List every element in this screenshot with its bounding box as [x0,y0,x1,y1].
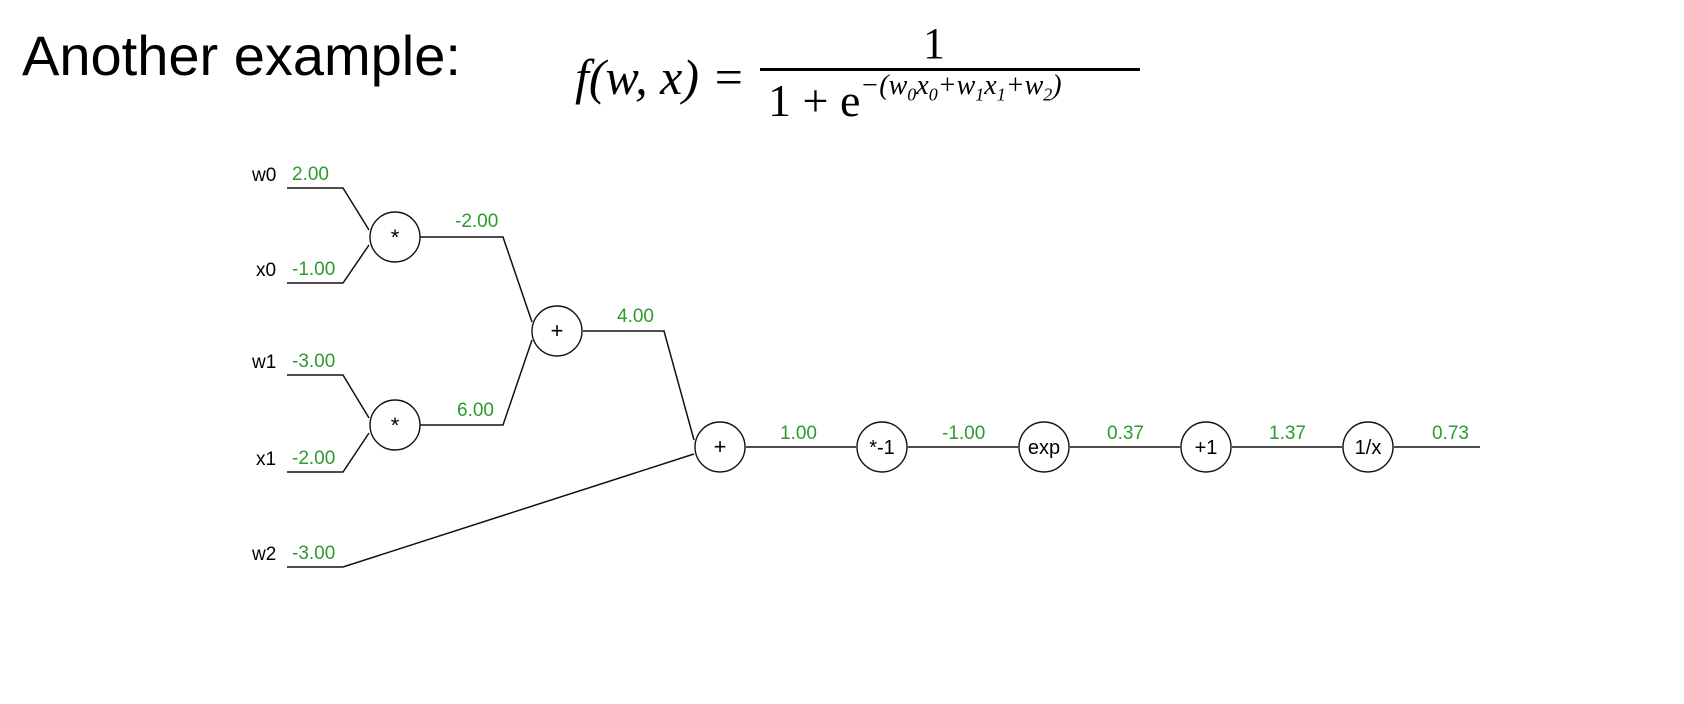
edge-x1 [287,432,370,473]
input-value-x1: -2.00 [292,448,335,469]
input-name-w1: w1 [251,352,276,373]
input-name-w2: w2 [251,544,276,565]
gate-node-exp: exp [1018,421,1070,473]
gate-output-values: -2.00 6.00 4.00 1.00 -1.00 0.37 1.37 0.7… [455,211,1469,444]
gate-node-mul0: * [369,211,421,263]
fraction-bar [760,68,1140,71]
formula-numerator: 1 [923,19,945,68]
gate-op-neg: *-1 [869,437,895,459]
gate-node-recip: 1/x [1342,421,1394,473]
edge-w1 [287,374,370,419]
gate-op-exp: exp [1028,437,1060,459]
output-value-add0: 4.00 [617,306,654,327]
edge-w2 [287,453,695,568]
formula-exponent: −(w0x0+w1x1+w2) [860,70,1062,105]
gate-op-add0: + [551,318,564,343]
output-value-neg: -1.00 [942,423,985,444]
output-value-add1: 1.00 [780,423,817,444]
slide-heading: Another example: [22,24,461,87]
input-value-x0: -1.00 [292,259,335,280]
input-name-x0: x0 [256,260,276,281]
gate-op-mul1: * [391,413,400,438]
gate-op-mul0: * [391,225,400,250]
gate-node-add1: + [694,421,746,473]
edge-mul0-add0 [420,236,533,323]
denominator-base: 1 + e [768,75,861,126]
formula-denominator: 1 + e−(w0x0+w1x1+w2) [768,70,1062,128]
output-value-exp: 0.37 [1107,423,1144,444]
edge-x0 [287,244,370,284]
gate-op-add1: + [714,434,727,459]
gate-op-recip: 1/x [1355,437,1382,459]
gate-node-add0: + [531,305,583,357]
input-name-w0: w0 [251,165,276,186]
input-value-w2: -3.00 [292,543,335,564]
output-value-recip: 0.73 [1432,423,1469,444]
gate-node-plus1: +1 [1180,421,1232,473]
edge-w0 [287,187,370,231]
output-value-mul0: -2.00 [455,211,498,232]
input-edges [287,187,695,568]
edge-add0-add1 [583,330,695,441]
output-value-mul1: 6.00 [457,400,494,421]
input-name-x1: x1 [256,449,276,470]
gate-op-plus1: +1 [1195,437,1218,459]
gate-node-neg: *-1 [856,421,908,473]
input-value-w1: -3.00 [292,351,335,372]
gate-node-mul1: * [369,399,421,451]
input-value-w0: 2.00 [292,164,329,185]
output-value-plus1: 1.37 [1269,423,1306,444]
formula-lhs: f(w, x) = [575,49,746,105]
input-labels: w0 2.00 x0 -1.00 w1 -3.00 x1 -2.00 w2 -3… [251,164,335,565]
gate-edges [420,236,1480,448]
edge-mul1-add0 [420,339,533,426]
